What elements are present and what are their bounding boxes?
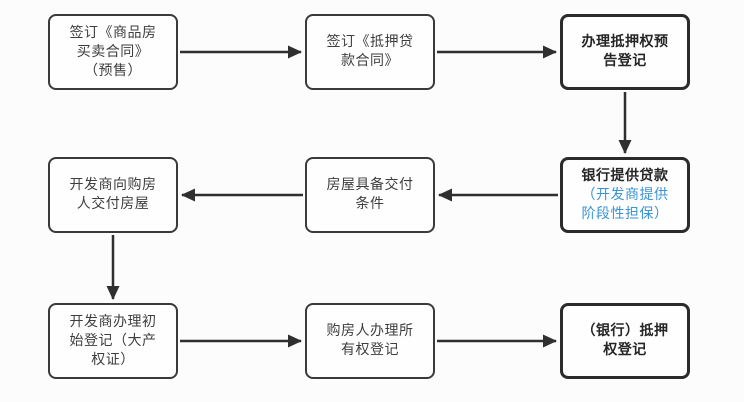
node-label: 签订《抵押贷 款合同》 — [326, 34, 414, 69]
node-sign-sale-contract: 签订《商品房 买卖合同》 （预售） — [48, 14, 178, 90]
node-bank-provides-loan: 银行提供贷款 （开发商提供 阶段性担保） — [560, 157, 690, 233]
node-label: 办理抵押权预 告登记 — [581, 34, 669, 69]
node-label: （银行）抵押 权登记 — [581, 323, 669, 358]
node-house-ready-for-delivery: 房屋具备交付 条件 — [305, 157, 435, 233]
node-developer-initial-registration: 开发商办理初 始登记（大产 权证） — [48, 303, 178, 379]
node-label: 开发商向购房 人交付房屋 — [69, 177, 157, 212]
node-sign-mortgage-loan-contract: 签订《抵押贷 款合同》 — [305, 14, 435, 90]
node-buyer-ownership-registration: 购房人办理所 有权登记 — [305, 303, 435, 379]
node-label: 银行提供贷款 — [581, 167, 669, 184]
node-sublabel-developer-guarantee: （开发商提供 阶段性担保） — [581, 186, 669, 222]
node-label: 签订《商品房 买卖合同》 （预售） — [69, 24, 157, 79]
node-label: 购房人办理所 有权登记 — [326, 323, 414, 358]
node-label: 开发商办理初 始登记（大产 权证） — [69, 313, 157, 368]
node-bank-mortgage-registration: （银行）抵押 权登记 — [560, 303, 690, 379]
node-label: 房屋具备交付 条件 — [326, 177, 414, 212]
node-developer-delivers-house: 开发商向购房 人交付房屋 — [48, 157, 178, 233]
node-mortgage-preregistration: 办理抵押权预 告登记 — [560, 14, 690, 90]
